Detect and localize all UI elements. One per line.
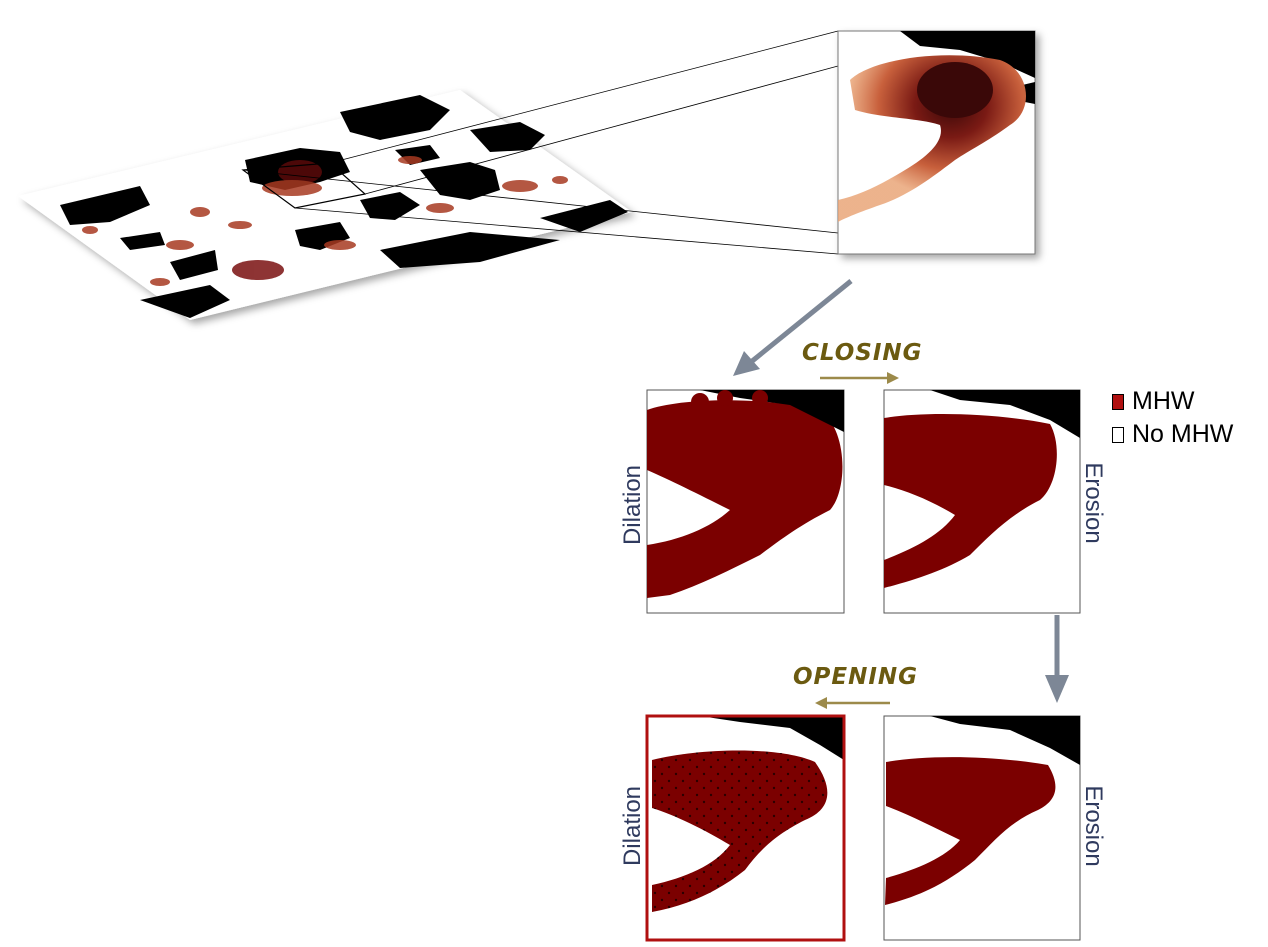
closing-label: CLOSING bbox=[802, 340, 923, 366]
opening-erosion-panel bbox=[883, 715, 1081, 941]
flow-arrows bbox=[733, 279, 1069, 709]
world-map bbox=[18, 90, 632, 320]
highlight-frame bbox=[645, 714, 846, 942]
closing-erosion-label: Erosion bbox=[1080, 462, 1107, 544]
opening-label: OPENING bbox=[793, 664, 919, 690]
no-mhw-swatch bbox=[1112, 426, 1124, 443]
closing-dilation-panel bbox=[646, 389, 845, 614]
closing-to-opening-arrow bbox=[1045, 615, 1069, 703]
closing-dilation-label: Dilation bbox=[619, 464, 646, 546]
legend-item-mhw: MHW bbox=[1112, 387, 1194, 416]
opening-erosion-label: Erosion bbox=[1080, 785, 1107, 867]
legend-no-mhw-label: No MHW bbox=[1132, 420, 1234, 448]
zoom-to-dilation-arrow bbox=[733, 279, 853, 376]
opening-dilation-panel bbox=[645, 714, 846, 942]
opening-step-arrow bbox=[815, 697, 890, 709]
closing-erosion-panel bbox=[883, 389, 1081, 614]
mhw-swatch bbox=[1112, 393, 1124, 410]
zoom-panel bbox=[837, 30, 1036, 255]
legend-mhw-label: MHW bbox=[1132, 387, 1195, 415]
opening-dilation-label: Dilation bbox=[619, 785, 646, 867]
legend-item-no-mhw: No MHW bbox=[1112, 420, 1233, 449]
zoom-connectors bbox=[242, 30, 839, 255]
closing-step-arrow bbox=[820, 372, 899, 384]
world-mhw-patches bbox=[82, 156, 568, 286]
